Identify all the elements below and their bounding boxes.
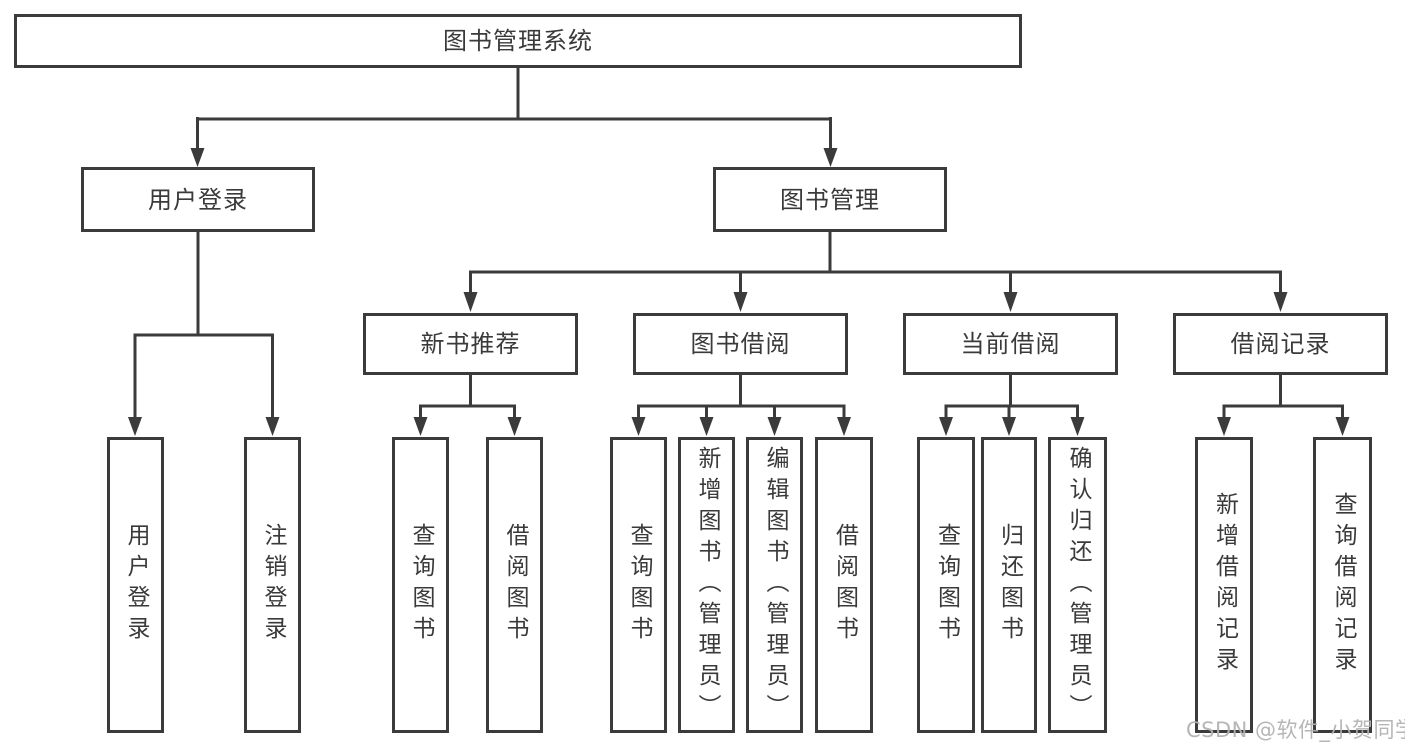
node-label: 图书管理系统 — [443, 27, 593, 55]
leaf-user-login: 用户登录 — [107, 437, 164, 733]
node-book-management: 图书管理 — [713, 167, 947, 232]
leaf-return-book: 归还图书 — [981, 437, 1037, 733]
leaf-query-books-current: 查询图书 — [917, 437, 975, 733]
node-label: 用户登录 — [148, 185, 248, 214]
node-label: 用户登录 — [123, 523, 149, 647]
leaf-query-books-borrow: 查询图书 — [610, 437, 667, 733]
node-label: 编辑图书（管理员） — [762, 445, 788, 725]
node-label: 当前借阅 — [960, 330, 1061, 358]
node-current-borrowing: 当前借阅 — [903, 313, 1118, 375]
node-label: 新书推荐 — [420, 330, 521, 358]
node-book-borrowing: 图书借阅 — [633, 313, 848, 375]
node-label: 图书借阅 — [690, 330, 791, 358]
leaf-add-book-admin: 新增图书（管理员） — [678, 437, 735, 733]
node-label: 查询图书 — [626, 523, 652, 647]
node-label: 归还图书 — [996, 523, 1023, 647]
leaf-edit-book-admin: 编辑图书（管理员） — [746, 437, 803, 733]
leaf-logout-login: 注销登录 — [244, 437, 301, 733]
csdn-watermark: CSDN @软件_小贺同学 — [1186, 718, 1405, 742]
node-root-library-management-system: 图书管理系统 — [14, 14, 1022, 68]
node-label: 借阅图书 — [831, 523, 858, 647]
leaf-query-books-recommend: 查询图书 — [392, 437, 449, 733]
leaf-borrow-books: 借阅图书 — [815, 437, 873, 733]
leaf-query-borrow-record: 查询借阅记录 — [1313, 437, 1372, 733]
node-label: 借阅图书 — [502, 523, 528, 647]
node-new-book-recommendation: 新书推荐 — [363, 313, 578, 375]
node-label: 确认归还（管理员） — [1065, 445, 1091, 725]
arrowheads — [128, 148, 1350, 436]
node-label: 查询借阅记录 — [1330, 492, 1356, 678]
node-label: 新增图书（管理员） — [694, 445, 720, 725]
node-label: 新增借阅记录 — [1211, 492, 1238, 678]
node-label: 借阅记录 — [1230, 330, 1331, 358]
node-label: 查询图书 — [933, 523, 960, 647]
node-user-login: 用户登录 — [81, 167, 315, 232]
leaf-confirm-return-admin: 确认归还（管理员） — [1048, 437, 1107, 733]
leaf-add-borrow-record: 新增借阅记录 — [1195, 437, 1253, 733]
node-borrowing-records: 借阅记录 — [1173, 313, 1388, 375]
node-label: 注销登录 — [260, 523, 286, 647]
node-label: 查询图书 — [408, 523, 434, 647]
leaf-borrow-books-recommend: 借阅图书 — [486, 437, 543, 733]
node-label: 图书管理 — [780, 185, 880, 214]
